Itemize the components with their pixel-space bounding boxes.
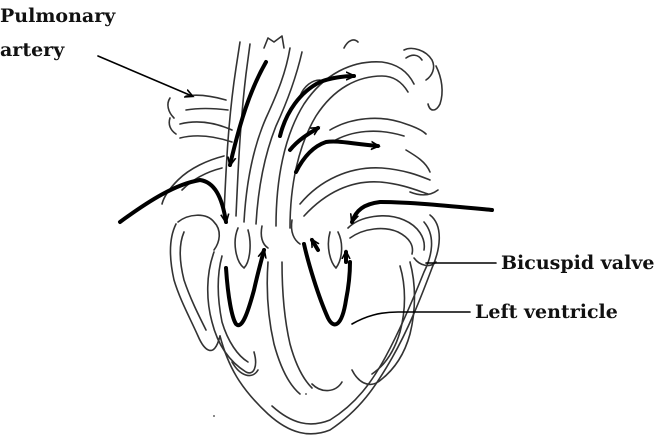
flow-arrow-la-to-lv-small xyxy=(312,240,318,250)
label-pulmonary-artery-line2: artery xyxy=(0,38,64,62)
leader-line-pulmonary-artery xyxy=(98,56,192,96)
label-left-ventricle: Left ventricle xyxy=(475,300,618,324)
flow-arrow-lv-loop xyxy=(304,244,350,324)
scan-specks xyxy=(213,393,307,417)
label-bicuspid-valve: Bicuspid valve xyxy=(501,251,654,275)
flow-arrow-pulmonary-branch xyxy=(296,141,378,172)
flow-arrow-rv-loop xyxy=(226,250,264,325)
blood-vessels xyxy=(162,36,442,228)
label-pulmonary-artery-line1: Pulmonary xyxy=(0,4,115,28)
label-leader-lines xyxy=(98,56,496,324)
flow-arrow-vein-into-la xyxy=(352,202,492,222)
